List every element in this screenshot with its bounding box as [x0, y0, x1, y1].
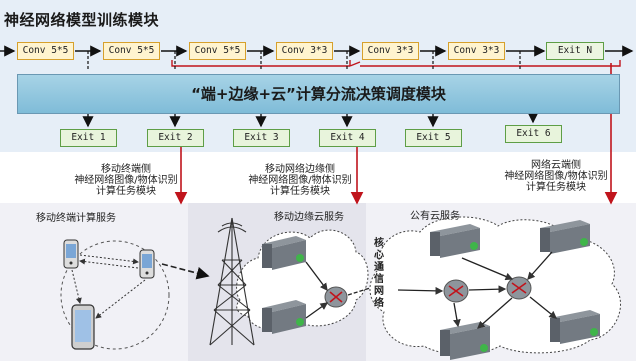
- zone-label-cloud: 公有云服务: [410, 211, 460, 222]
- cloud-side-line-3: 计算任务模块: [526, 182, 586, 193]
- router-icon: [324, 286, 348, 308]
- edge-side-label: 移动网络边缘侧 神经网络图像/物体识别 计算任务模块: [240, 164, 360, 197]
- server-icon: [262, 236, 306, 270]
- cloud-side-line-1: 网络云端侧: [531, 160, 581, 171]
- cloud-side-label: 网络云端侧 神经网络图像/物体识别 计算任务模块: [496, 160, 616, 193]
- mobile-side-line-3: 计算任务模块: [96, 186, 156, 197]
- exit-3: Exit 3: [233, 129, 290, 147]
- backbone-network-label: 核心通信网络: [374, 238, 384, 309]
- zone-label-edge: 移动边缘云服务: [274, 212, 344, 223]
- exit-4: Exit 4: [319, 129, 376, 147]
- phone-icon: [63, 239, 79, 269]
- cloud-side-line-2: 神经网络图像/物体识别: [504, 171, 608, 182]
- exit-taps: [87, 51, 521, 70]
- conv-layer-1: Conv 5*5: [17, 42, 74, 60]
- exit-2: Exit 2: [147, 129, 204, 147]
- router-icon: [506, 276, 532, 300]
- decision-module: “端+边缘+云”计算分流决策调度模块: [17, 74, 620, 114]
- edge-side-line-1: 移动网络边缘侧: [265, 164, 335, 175]
- mobile-side-line-2: 神经网络图像/物体识别: [74, 175, 178, 186]
- exit-6: Exit 6: [505, 125, 562, 143]
- phone-icon: [139, 249, 155, 279]
- server-icon: [430, 224, 480, 258]
- exit-1: Exit 1: [60, 129, 117, 147]
- tablet-icon: [71, 304, 95, 350]
- mobile-side-label: 移动终端侧 神经网络图像/物体识别 计算任务模块: [66, 164, 186, 197]
- exit-arrows: [82, 112, 539, 128]
- module-title: 神经网络模型训练模块: [4, 11, 160, 29]
- server-icon: [550, 310, 600, 344]
- conv-layer-6: Conv 3*3: [448, 42, 505, 60]
- zone-label-mobile: 移动终端计算服务: [36, 213, 116, 224]
- conv-layer-5: Conv 3*3: [362, 42, 419, 60]
- conv-layer-2: Conv 5*5: [103, 42, 160, 60]
- server-icon: [262, 300, 306, 334]
- mobile-devices: [60, 239, 210, 350]
- cell-tower-icon: [209, 217, 255, 346]
- edge-side-line-3: 计算任务模块: [270, 186, 330, 197]
- edge-links: [305, 261, 371, 319]
- exit-5: Exit 5: [405, 129, 462, 147]
- server-icon: [540, 220, 590, 254]
- mobile-side-line-1: 移动终端侧: [101, 164, 151, 175]
- exit-n: Exit N: [546, 42, 604, 60]
- conv-layer-4: Conv 3*3: [276, 42, 333, 60]
- conv-layer-3: Conv 5*5: [189, 42, 246, 60]
- router-icon: [443, 279, 469, 303]
- cloud-links: [397, 251, 558, 329]
- edge-side-line-2: 神经网络图像/物体识别: [248, 175, 352, 186]
- red-route-lines: [171, 60, 621, 67]
